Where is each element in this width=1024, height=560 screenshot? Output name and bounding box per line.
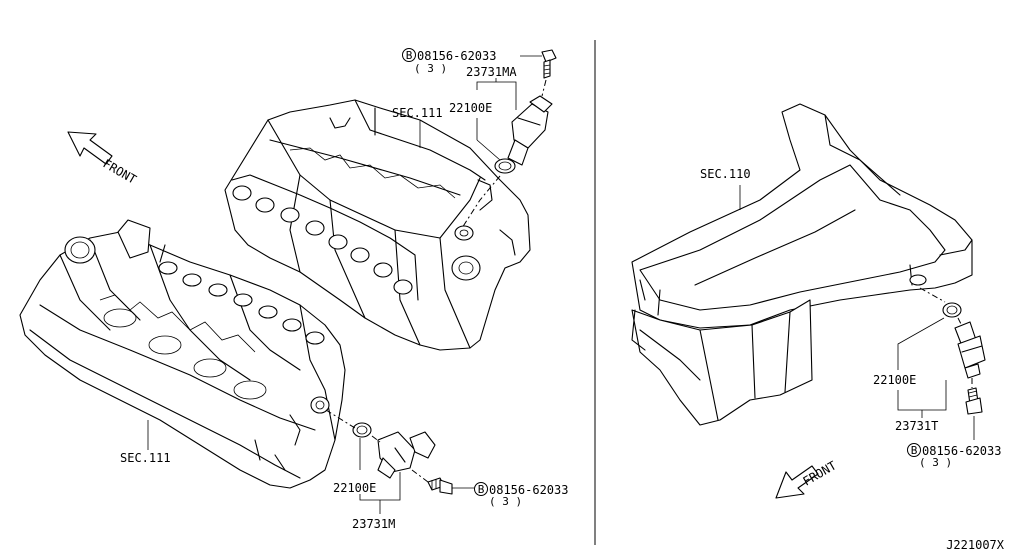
o-ring-right [942, 302, 962, 318]
bolt-marker-right [907, 443, 921, 457]
label-bolt-right-qty: ( 3 ) [919, 456, 952, 469]
label-sensor-bottom: 23731M [352, 517, 395, 531]
label-front-left: FRONT [101, 156, 139, 186]
front-arrow-left [67, 131, 113, 165]
o-ring-bottom [352, 422, 372, 438]
label-bolt-bottom-qty: ( 3 ) [489, 495, 522, 508]
bolt-marker-bottom [474, 482, 488, 496]
label-sensor-top: 23731MA [466, 65, 517, 79]
label-bolt-top-part: 08156-62033 [417, 49, 496, 63]
bolt-marker-top-text: B [406, 49, 413, 62]
front-arrow-right [775, 465, 819, 499]
label-sensor-right: 23731T [895, 419, 938, 433]
label-oring-top: 22100E [449, 101, 492, 115]
bolt-bottom [427, 477, 453, 495]
label-bolt-top-qty: ( 3 ) [414, 62, 447, 75]
cylinder-head-lower [19, 219, 346, 489]
o-ring-top [494, 158, 516, 174]
diagram-id: J221007X [946, 538, 1005, 552]
label-oring-bottom: 22100E [333, 481, 376, 495]
bolt-right [965, 387, 983, 415]
oil-pan [631, 103, 973, 426]
label-front-right: FRONT [801, 458, 839, 488]
label-sec111-top: SEC.111 [392, 106, 443, 120]
camshaft-sensor-bottom [377, 431, 436, 479]
label-bolt-right-part: 08156-62033 [922, 444, 1001, 458]
bolt-marker-right-text: B [911, 444, 918, 457]
label-sec111-bottom: SEC.111 [120, 451, 171, 465]
label-sec110: SEC.110 [700, 167, 751, 181]
bolt-top [541, 49, 557, 79]
cylinder-head-upper [224, 99, 531, 351]
bolt-marker-bottom-text: B [478, 483, 485, 496]
label-oring-right: 22100E [873, 373, 916, 387]
crankshaft-sensor-right [954, 321, 986, 379]
label-bolt-bottom-part: 08156-62033 [489, 483, 568, 497]
camshaft-sensor-top [507, 95, 553, 166]
bolt-marker-top [402, 48, 416, 62]
